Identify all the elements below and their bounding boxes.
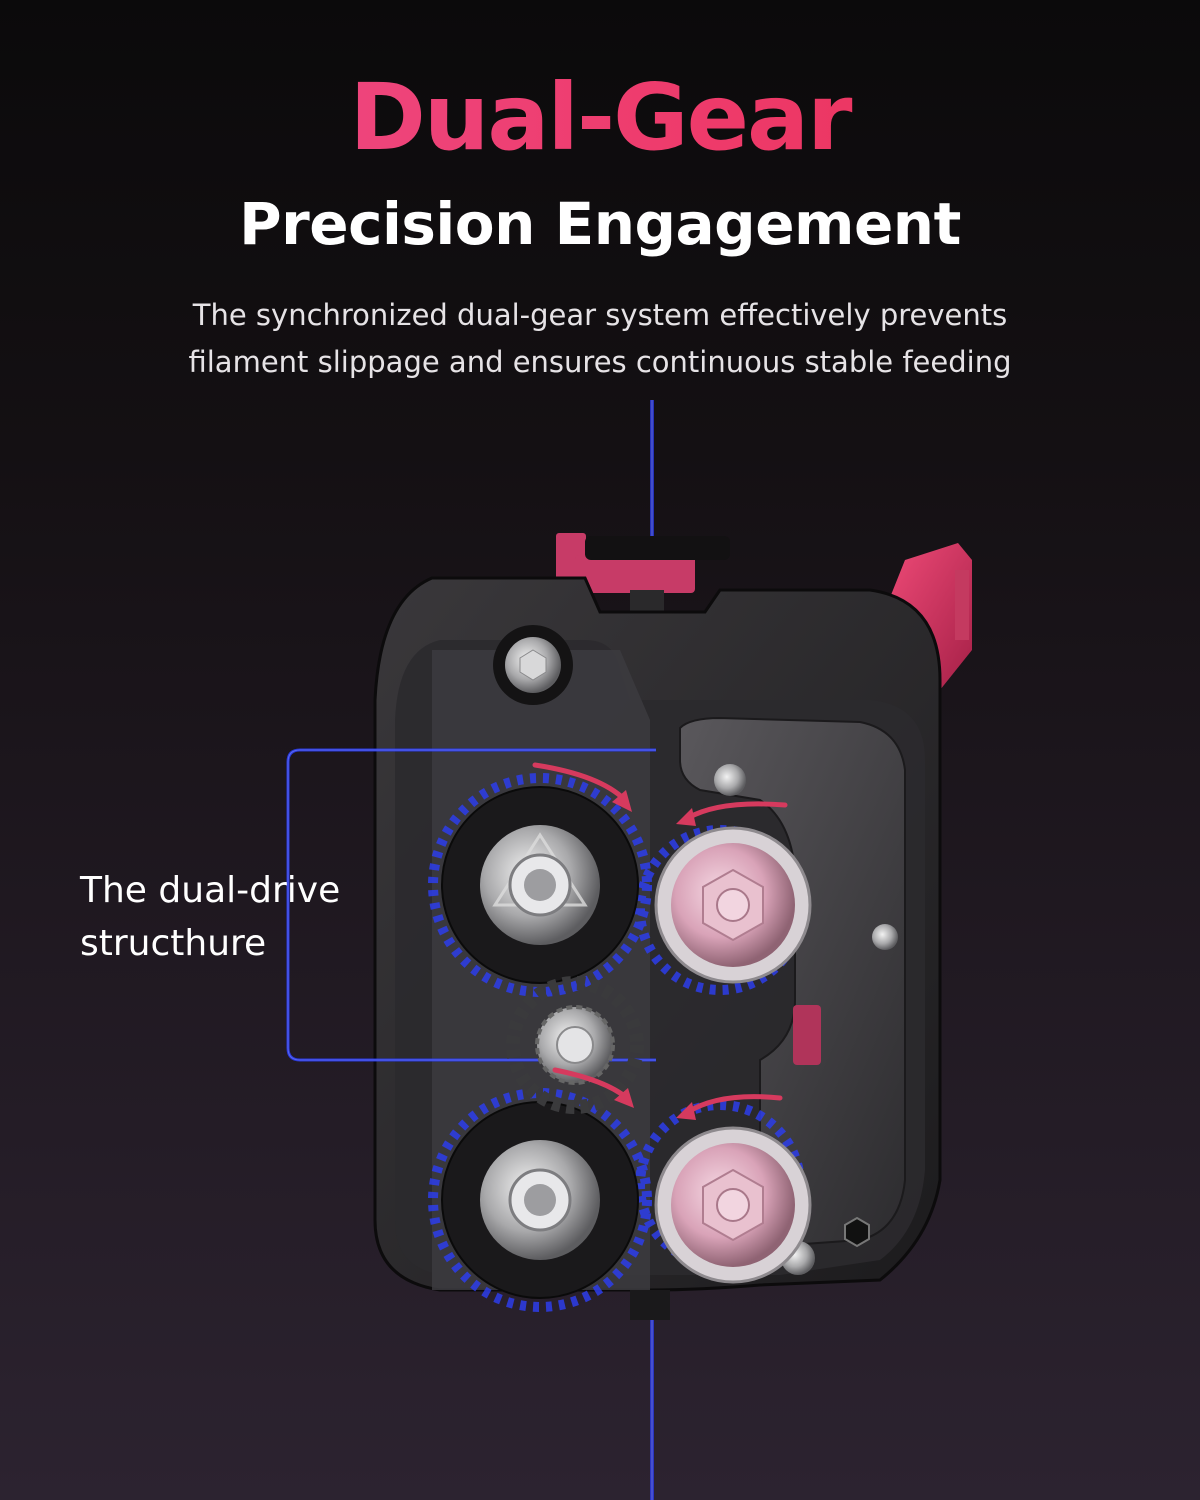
callout-line: structhure (80, 923, 267, 964)
screw-right-top (714, 764, 746, 796)
idler-gear-icon (654, 1126, 812, 1284)
bottom-nozzle (630, 1290, 670, 1320)
screw-top-left (493, 625, 573, 705)
idler-gear-icon (654, 826, 812, 984)
pinion-gear-icon (506, 976, 644, 1114)
page-title: Dual-Gear (0, 72, 1200, 164)
callout-line: The dual-drive (80, 870, 341, 911)
drive-gear-icon (441, 786, 639, 984)
feature-description: The synchronized dual-gear system effect… (100, 292, 1100, 386)
direction-arrow-icon (532, 762, 788, 1120)
page-subtitle: Precision Engagement (239, 190, 961, 258)
description-line: The synchronized dual-gear system effect… (192, 298, 1008, 332)
callout-label: The dual-drive structhure (80, 864, 400, 970)
drive-gear-icon (441, 1101, 639, 1299)
screw-right-mid (872, 924, 898, 950)
callout-bracket (286, 748, 656, 1062)
description-line: filament slippage and ensures continuous… (188, 345, 1012, 379)
hex-socket (844, 1216, 870, 1248)
